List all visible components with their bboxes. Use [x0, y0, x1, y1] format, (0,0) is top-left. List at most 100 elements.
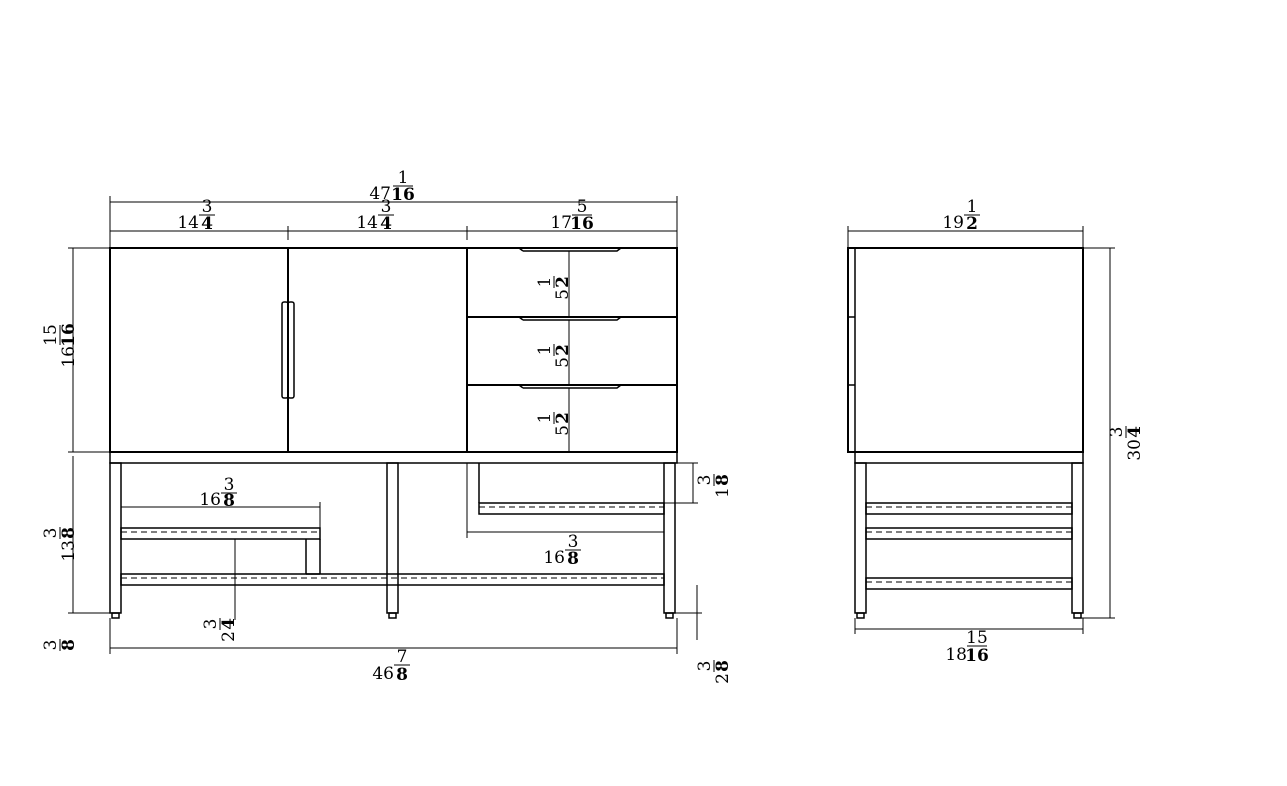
- dim-left-door-whole: 14: [177, 213, 199, 233]
- right-shelf: [478, 502, 665, 515]
- dim-foot-offset: 3 2 8: [675, 585, 733, 684]
- dim-left-shelf-width: 3 16 8: [121, 475, 321, 528]
- base-top-rail: [109, 451, 678, 464]
- dim-overall-width: 1 47 16: [109, 168, 678, 248]
- dim-drawer-2-whole: 5: [553, 357, 573, 368]
- left-shelf-support: [305, 539, 321, 575]
- dim-base-width-num: 7: [397, 647, 408, 667]
- dim-cabinet-height-whole: 16: [59, 346, 79, 368]
- dim-drawer-2-num: 1: [535, 345, 555, 356]
- dim-cabinet-height: 15 16 16: [41, 247, 110, 453]
- front-view: 1 47 16 3 14 4 3 14 4 5 17 16: [41, 168, 733, 685]
- dim-left-door-num: 3: [202, 197, 213, 217]
- dim-drawer-3-den: 2: [553, 412, 573, 424]
- right-foot: [665, 612, 674, 619]
- dim-side-base-num: 15: [966, 628, 988, 648]
- dim-side-height-den: 4: [1125, 426, 1145, 438]
- left-foot: [111, 612, 120, 619]
- dim-left-door-den: 4: [201, 214, 213, 234]
- left-leg: [109, 462, 122, 614]
- dim-base-width: 7 46 8: [109, 618, 678, 685]
- side-front-panel: [847, 247, 856, 453]
- dim-side-height-whole: 30: [1125, 439, 1145, 461]
- dim-base-height-den: 8: [59, 527, 79, 539]
- side-top-rail: [854, 451, 1084, 464]
- dim-right-door-den: 4: [380, 214, 392, 234]
- center-foot: [388, 612, 397, 619]
- dim-leg-foot-height: 3 8: [41, 639, 79, 651]
- dim-left-shelf-num: 3: [224, 475, 235, 495]
- dim-drawer-1-num: 1: [535, 277, 555, 288]
- left-shelf: [120, 527, 321, 540]
- dim-side-base-depth: 15 18 16: [854, 618, 1084, 666]
- dim-drawer-3-whole: 5: [553, 425, 573, 436]
- side-back-foot: [1073, 612, 1082, 619]
- dim-right-shelf-den: 8: [567, 549, 579, 569]
- dim-drawer-col-whole: 17: [550, 213, 572, 233]
- dim-right-shelf-whole: 16: [543, 548, 565, 568]
- dim-right-door-num: 3: [381, 197, 392, 217]
- dim-right-shelf-num: 3: [568, 532, 579, 552]
- dim-base-width-whole: 46: [372, 664, 394, 684]
- dim-right-shelf-width: 3 16 8: [466, 463, 664, 569]
- drawer-2-pull: [518, 316, 622, 321]
- dim-drawer-heights: 1 5 2 1 5 2 1 5 2: [535, 251, 573, 452]
- dim-side-base-whole: 18: [945, 645, 967, 665]
- dim-overall-width-num: 1: [398, 168, 409, 188]
- dim-drawer-3-num: 1: [535, 413, 555, 424]
- dim-side-height-num: 3: [1107, 427, 1127, 438]
- dim-foot-offset-den: 8: [713, 660, 733, 672]
- dim-overall-width-den: 16: [391, 185, 415, 205]
- right-leg: [663, 462, 676, 614]
- side-front-foot: [856, 612, 865, 619]
- dim-drawer-col-den: 16: [570, 214, 594, 234]
- dim-shelf-step-den: 4: [219, 618, 239, 630]
- dim-cabinet-height-den: 16: [59, 323, 79, 347]
- drawer-3-pull: [518, 384, 622, 389]
- drawer-1-pull: [518, 247, 622, 252]
- dim-foot-offset-whole: 2: [713, 673, 733, 684]
- right-door-handle: [287, 301, 295, 399]
- side-front-leg: [854, 462, 867, 614]
- dim-drawer-2-den: 2: [553, 344, 573, 356]
- bottom-shelf: [120, 573, 665, 586]
- dim-side-overall-height: 3 30 4: [1081, 247, 1145, 619]
- dim-cabinet-height-num: 15: [41, 324, 61, 346]
- side-bottom-shelf: [865, 577, 1073, 590]
- side-back-leg: [1071, 462, 1084, 614]
- dim-foot-den: 8: [59, 639, 79, 651]
- dim-base-width-den: 8: [396, 665, 408, 685]
- dim-right-shelf-drop: 3 1 8: [664, 462, 733, 504]
- dim-side-depth-num: 1: [967, 197, 978, 217]
- dim-base-height: 3 13 8: [41, 456, 110, 614]
- center-leg: [386, 462, 399, 614]
- side-cabinet-body: [847, 247, 1084, 453]
- dim-shelf-drop-den: 8: [713, 474, 733, 486]
- side-upper-shelf: [865, 502, 1073, 515]
- dim-overall-width-whole: 47: [369, 184, 391, 204]
- dim-foot-num: 3: [41, 640, 61, 651]
- dim-side-depth-den: 2: [966, 214, 978, 234]
- dim-shelf-drop-num: 3: [695, 475, 715, 486]
- dim-shelf-step-num: 3: [201, 619, 221, 630]
- dim-base-height-whole: 13: [59, 540, 79, 562]
- dim-door-widths: 3 14 4 3 14 4 5 17 16: [110, 197, 677, 240]
- dim-base-height-num: 3: [41, 528, 61, 539]
- dim-right-door-whole: 14: [356, 213, 378, 233]
- dim-side-depth-top: 1 19 2: [847, 197, 1084, 248]
- dim-drawer-1-whole: 5: [553, 289, 573, 300]
- side-view: 1 19 2 3 30 4 15 18 16: [847, 197, 1145, 666]
- dim-shelf-step: 3 2 4: [201, 539, 239, 642]
- dim-side-base-den: 16: [965, 646, 989, 666]
- dim-shelf-step-whole: 2: [219, 631, 239, 642]
- dim-left-shelf-whole: 16: [199, 490, 221, 510]
- dim-drawer-1-den: 2: [553, 276, 573, 288]
- dim-foot-offset-num: 3: [695, 661, 715, 672]
- cabinet-body: [109, 247, 678, 453]
- dim-left-shelf-den: 8: [223, 491, 235, 511]
- dim-drawer-col-num: 5: [577, 197, 588, 217]
- dim-shelf-drop-whole: 1: [713, 487, 733, 498]
- side-middle-shelf: [865, 527, 1073, 540]
- dim-side-depth-whole: 19: [942, 213, 964, 233]
